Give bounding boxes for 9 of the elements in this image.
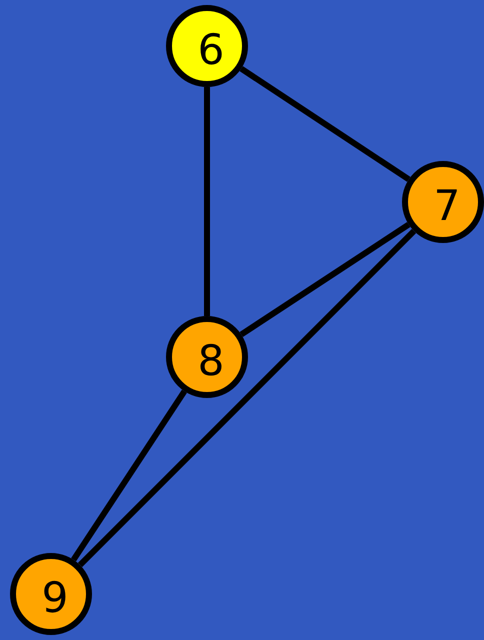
connector-line — [78, 228, 416, 568]
connector-line — [71, 390, 187, 562]
node-number: 7 — [432, 180, 460, 227]
connector-line — [240, 222, 410, 337]
node-number: 8 — [196, 335, 224, 382]
connector-line — [204, 87, 210, 316]
node-number: 6 — [196, 24, 224, 71]
connector-line — [240, 66, 410, 182]
node-number: 9 — [40, 572, 68, 619]
